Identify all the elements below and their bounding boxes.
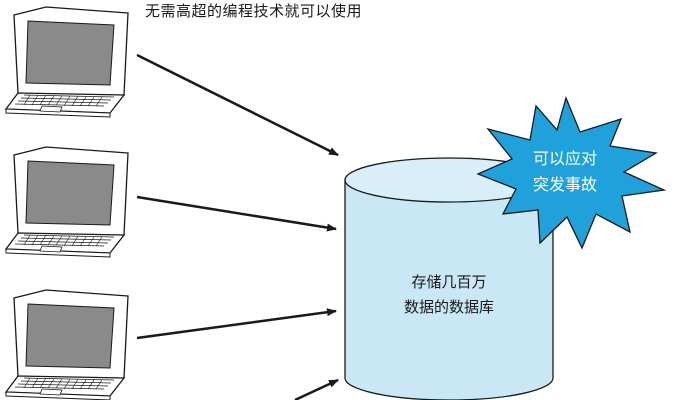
database-label-line1: 存储几百万: [411, 273, 487, 291]
laptop-icon: [5, 146, 129, 258]
arrow-laptop1-to-database: [136, 53, 339, 157]
arrow-offscreen-to-database: [294, 378, 339, 400]
arrow-laptop3-to-database: [136, 308, 337, 340]
burst-shape: [476, 96, 667, 250]
database-label-line2: 数据的数据库: [403, 298, 494, 316]
burst-label-line1: 可以应对: [532, 149, 597, 168]
arrow-laptop2-to-database: [136, 195, 337, 232]
diagram-caption: 无需高超的编程技术就可以使用: [145, 2, 363, 20]
laptop-icon: [5, 6, 129, 118]
database-cylinder: [344, 157, 554, 400]
burst-label-line2: 突发事故: [532, 175, 597, 194]
laptop-icon: [5, 289, 129, 400]
